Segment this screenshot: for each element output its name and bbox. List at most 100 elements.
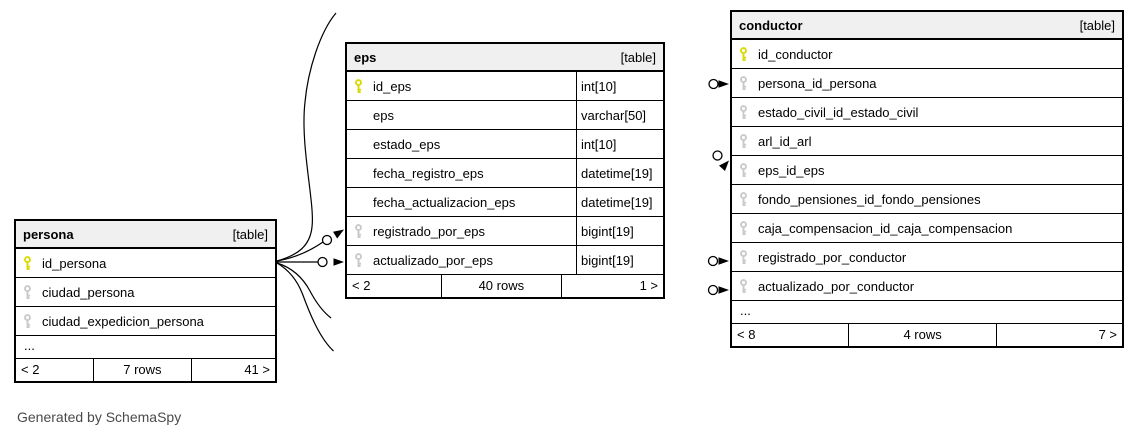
column-name: eps_id_eps (758, 162, 825, 178)
column-name: actualizado_por_conductor (758, 278, 915, 294)
child-degree: 41 > (244, 362, 270, 377)
generator-credit: Generated by SchemaSpy (17, 409, 182, 425)
column-row-actualizado_por_conductor: actualizado_por_conductor (732, 272, 1122, 301)
child-degree: 1 > (639, 278, 658, 293)
column-name: estado_eps (373, 136, 441, 152)
table-persona: persona [table] id_persona ciudad_persona… (14, 219, 277, 383)
primary-key-icon (22, 255, 35, 271)
foreign-key-icon (353, 223, 366, 239)
column-rows: id_persona ciudad_persona ciudad_expedicio… (16, 249, 275, 336)
table-name[interactable]: persona (23, 226, 74, 242)
foreign-key-icon (22, 284, 35, 300)
foreign-key-icon (738, 75, 751, 91)
cardinality-circle (317, 256, 328, 268)
arrowhead (333, 229, 344, 239)
edge-curve-to-eps-registrado (276, 241, 324, 262)
foreign-key-icon (738, 220, 751, 236)
arrowhead (333, 258, 344, 266)
column-type: bigint[19] (576, 246, 663, 274)
arrowhead (719, 160, 729, 171)
column-row-registrado_por_conductor: registrado_por_conductor (732, 243, 1122, 272)
column-type: datetime[19] (576, 188, 663, 216)
foreign-key-icon (738, 133, 751, 149)
column-row-ciudad_persona: ciudad_persona (16, 278, 275, 307)
truncation-ellipsis: ... (16, 336, 275, 359)
parent-degree: < 8 (732, 324, 849, 346)
column-name: id_eps (373, 78, 412, 94)
column-name: registrado_por_conductor (758, 249, 907, 265)
primary-key-icon (738, 46, 751, 62)
row-count: 7 rows (94, 359, 193, 381)
column-type: int[10] (576, 72, 663, 100)
table-footer: < 8 4 rows 7 > (732, 324, 1122, 346)
foreign-key-icon (738, 162, 751, 178)
parent-degree: < 2 (16, 359, 94, 381)
child-degree: 7 > (1098, 327, 1117, 342)
column-name: id_persona (42, 255, 107, 271)
table-header[interactable]: persona [table] (16, 221, 275, 249)
column-row-fondo_pensiones_id_fondo_pensiones: fondo_pensiones_id_fondo_pensiones (732, 185, 1122, 214)
cardinality-circle (707, 284, 719, 296)
foreign-key-icon (738, 278, 751, 294)
column-row-id_eps: id_eps int[10] (347, 72, 663, 101)
column-row-actualizado_por_eps: actualizado_por_eps bigint[19] (347, 246, 663, 275)
column-type: int[10] (576, 130, 663, 158)
column-row-fecha_actualizacion_eps: fecha_actualizacion_eps datetime[19] (347, 188, 663, 217)
column-name: caja_compensacion_id_caja_compensacion (758, 220, 1013, 236)
foreign-key-icon (738, 191, 751, 207)
table-type-label: [table] (620, 49, 656, 65)
arrowhead (718, 286, 729, 294)
column-name: id_conductor (758, 46, 833, 62)
foreign-key-icon (22, 313, 35, 329)
column-name: persona_id_persona (758, 75, 877, 91)
table-header[interactable]: conductor [table] (732, 12, 1122, 40)
table-footer: < 2 40 rows 1 > (347, 275, 663, 297)
table-type-label: [table] (232, 226, 268, 242)
cardinality-circle (712, 150, 723, 161)
column-row-id_conductor: id_conductor (732, 40, 1122, 69)
column-name: arl_id_arl (758, 133, 812, 149)
column-name: ciudad_expedicion_persona (42, 313, 204, 329)
parent-degree: < 2 (347, 275, 442, 297)
cardinality-circle (321, 234, 333, 246)
column-type: bigint[19] (576, 217, 663, 245)
table-name[interactable]: conductor (739, 17, 803, 33)
column-name: ciudad_persona (42, 284, 135, 300)
arrowhead (718, 80, 729, 88)
primary-key-icon (353, 78, 366, 94)
table-header[interactable]: eps [table] (347, 44, 663, 72)
column-row-ciudad_expedicion_persona: ciudad_expedicion_persona (16, 307, 275, 336)
column-type: varchar[50] (576, 101, 663, 129)
column-name: fondo_pensiones_id_fondo_pensiones (758, 191, 981, 207)
row-count: 40 rows (442, 275, 562, 297)
truncation-ellipsis: ... (732, 301, 1122, 324)
column-row-estado_civil_id_estado_civil: estado_civil_id_estado_civil (732, 98, 1122, 127)
foreign-key-icon (738, 249, 751, 265)
cardinality-circle (707, 255, 719, 267)
column-rows: id_conductor persona_id_persona estado_civ… (732, 40, 1122, 301)
cardinality-circle (708, 78, 719, 90)
table-name[interactable]: eps (354, 49, 377, 65)
column-name: actualizado_por_eps (373, 252, 493, 268)
column-row-caja_compensacion_id_caja_compensacion: caja_compensacion_id_caja_compensacion (732, 214, 1122, 243)
column-row-estado_eps: estado_eps int[10] (347, 130, 663, 159)
column-row-id_persona: id_persona (16, 249, 275, 278)
column-row-persona_id_persona: persona_id_persona (732, 69, 1122, 98)
table-type-label: [table] (1079, 17, 1115, 33)
column-row-eps_id_eps: eps_id_eps (732, 156, 1122, 185)
edge-curve-to-top (276, 12, 337, 262)
foreign-key-icon (353, 252, 366, 268)
table-footer: < 2 7 rows 41 > (16, 359, 275, 381)
column-name: fecha_registro_eps (373, 165, 484, 181)
column-name: fecha_actualizacion_eps (373, 194, 516, 210)
edge-curve-clipped-2 (276, 262, 334, 352)
edge-curve-clipped-1 (276, 262, 332, 319)
row-count: 4 rows (849, 324, 998, 346)
foreign-key-icon (738, 104, 751, 120)
